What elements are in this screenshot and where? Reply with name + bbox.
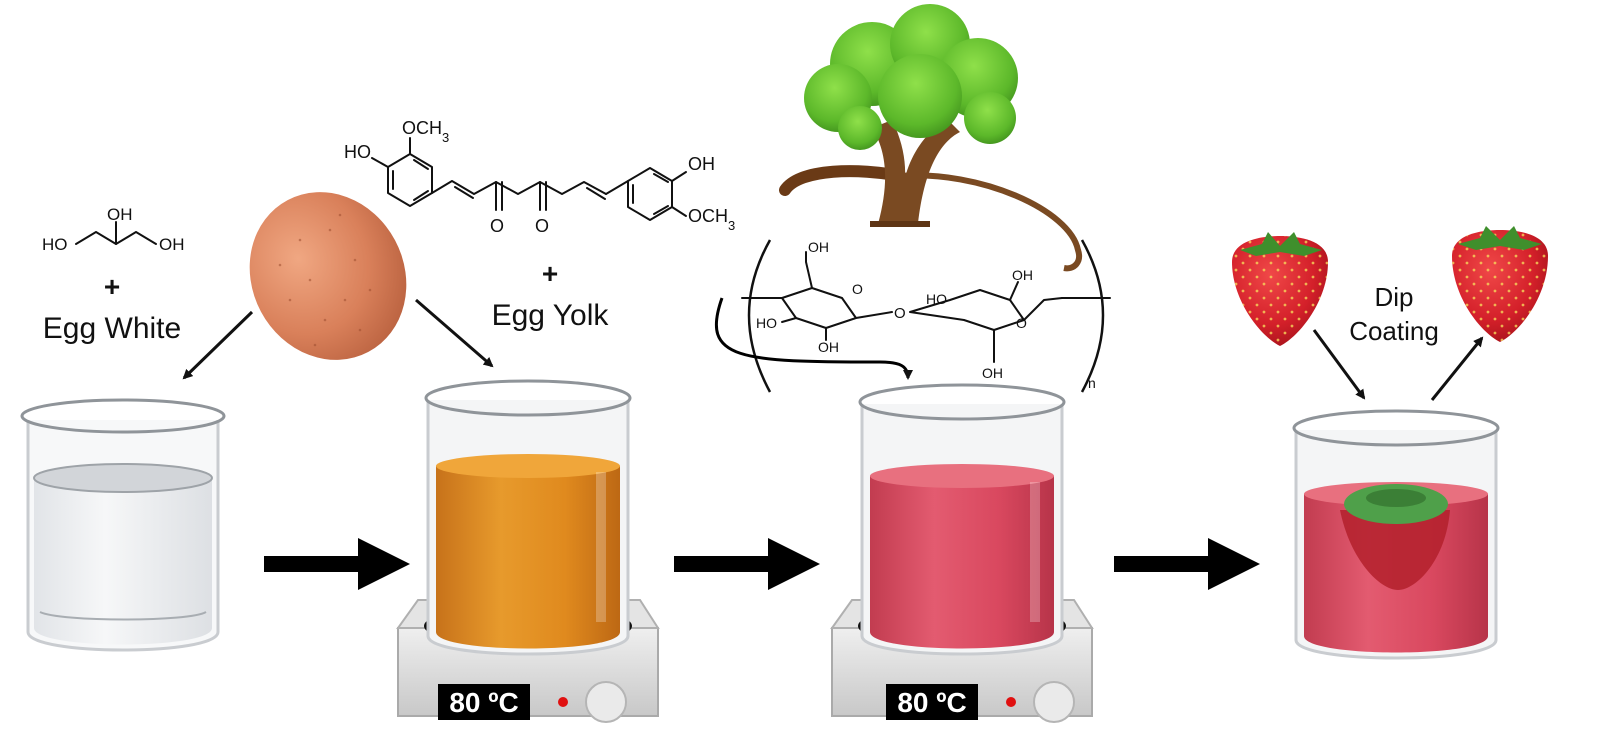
- cellulose-oh-d: OH: [982, 365, 1003, 381]
- hotplate-2-display: [886, 684, 978, 720]
- hotplate-1-temp: 80 ºC: [449, 687, 518, 718]
- hotplate-2-knob: [1033, 681, 1075, 723]
- beaker-egg-yolk: [424, 379, 632, 656]
- egg-yolk-label: Egg Yolk: [492, 299, 610, 332]
- hotplate-1-display: [438, 684, 530, 720]
- tree-image: [779, 4, 1082, 272]
- curcumin-o2: O: [535, 216, 549, 236]
- glycerol-structure: HO OH OH: [42, 205, 185, 254]
- cellulose-n: n: [1088, 375, 1096, 391]
- strawberry-right: [1452, 226, 1548, 342]
- hotplate-2-led: [1006, 697, 1016, 707]
- cellulose-o-ring2: O: [1016, 315, 1027, 331]
- cellulose-structure: OH O HO OH O HO OH O OH n: [741, 239, 1111, 393]
- dip-label-line1: Dip: [1374, 282, 1413, 312]
- dip-label-line2: Coating: [1349, 316, 1439, 346]
- cellulose-o-ring1: O: [852, 281, 863, 297]
- arrow-cellulose-to-beaker: [714, 297, 913, 380]
- hotplate-1-knob: [585, 681, 627, 723]
- arrow-egg-to-beaker-2: [415, 298, 494, 368]
- curcumin-och3-right: OCH3: [688, 206, 735, 233]
- big-arrow-2: [674, 538, 820, 590]
- strawberry-left: [1232, 232, 1328, 346]
- curcumin-o1: O: [490, 216, 504, 236]
- plus-egg-white: +: [104, 271, 120, 302]
- egg-image: [249, 192, 407, 360]
- egg-white-label: Egg White: [43, 312, 181, 345]
- beaker-egg-white: [20, 398, 226, 652]
- glycerol-oh-right: OH: [159, 235, 185, 254]
- cellulose-ho-b: HO: [926, 291, 947, 307]
- cellulose-oh-c: OH: [1012, 267, 1033, 283]
- arrow-dip-in: [1312, 329, 1366, 400]
- curcumin-oh-right: OH: [688, 154, 715, 174]
- arrow-dip-out: [1430, 336, 1484, 401]
- big-arrow-3: [1114, 538, 1260, 590]
- arrow-egg-to-beaker-1: [182, 310, 254, 380]
- curcumin-structure: OCH3 HO O O OH OCH3: [344, 118, 735, 236]
- big-arrow-1: [264, 538, 410, 590]
- beaker-cellulose: [858, 383, 1066, 656]
- glycerol-ho-left: HO: [42, 235, 68, 254]
- cellulose-ho-a: HO: [756, 315, 777, 331]
- glycerol-oh-top: OH: [107, 205, 133, 224]
- cellulose-oh-a: OH: [808, 239, 829, 255]
- plus-egg-yolk: +: [542, 258, 558, 289]
- hotplate-1-led: [558, 697, 568, 707]
- cellulose-oh-b: OH: [818, 339, 839, 355]
- curcumin-ho-left: HO: [344, 142, 371, 162]
- beaker-dip: [1292, 409, 1500, 660]
- hotplate-2-temp: 80 ºC: [897, 687, 966, 718]
- cellulose-o-link: O: [894, 305, 906, 322]
